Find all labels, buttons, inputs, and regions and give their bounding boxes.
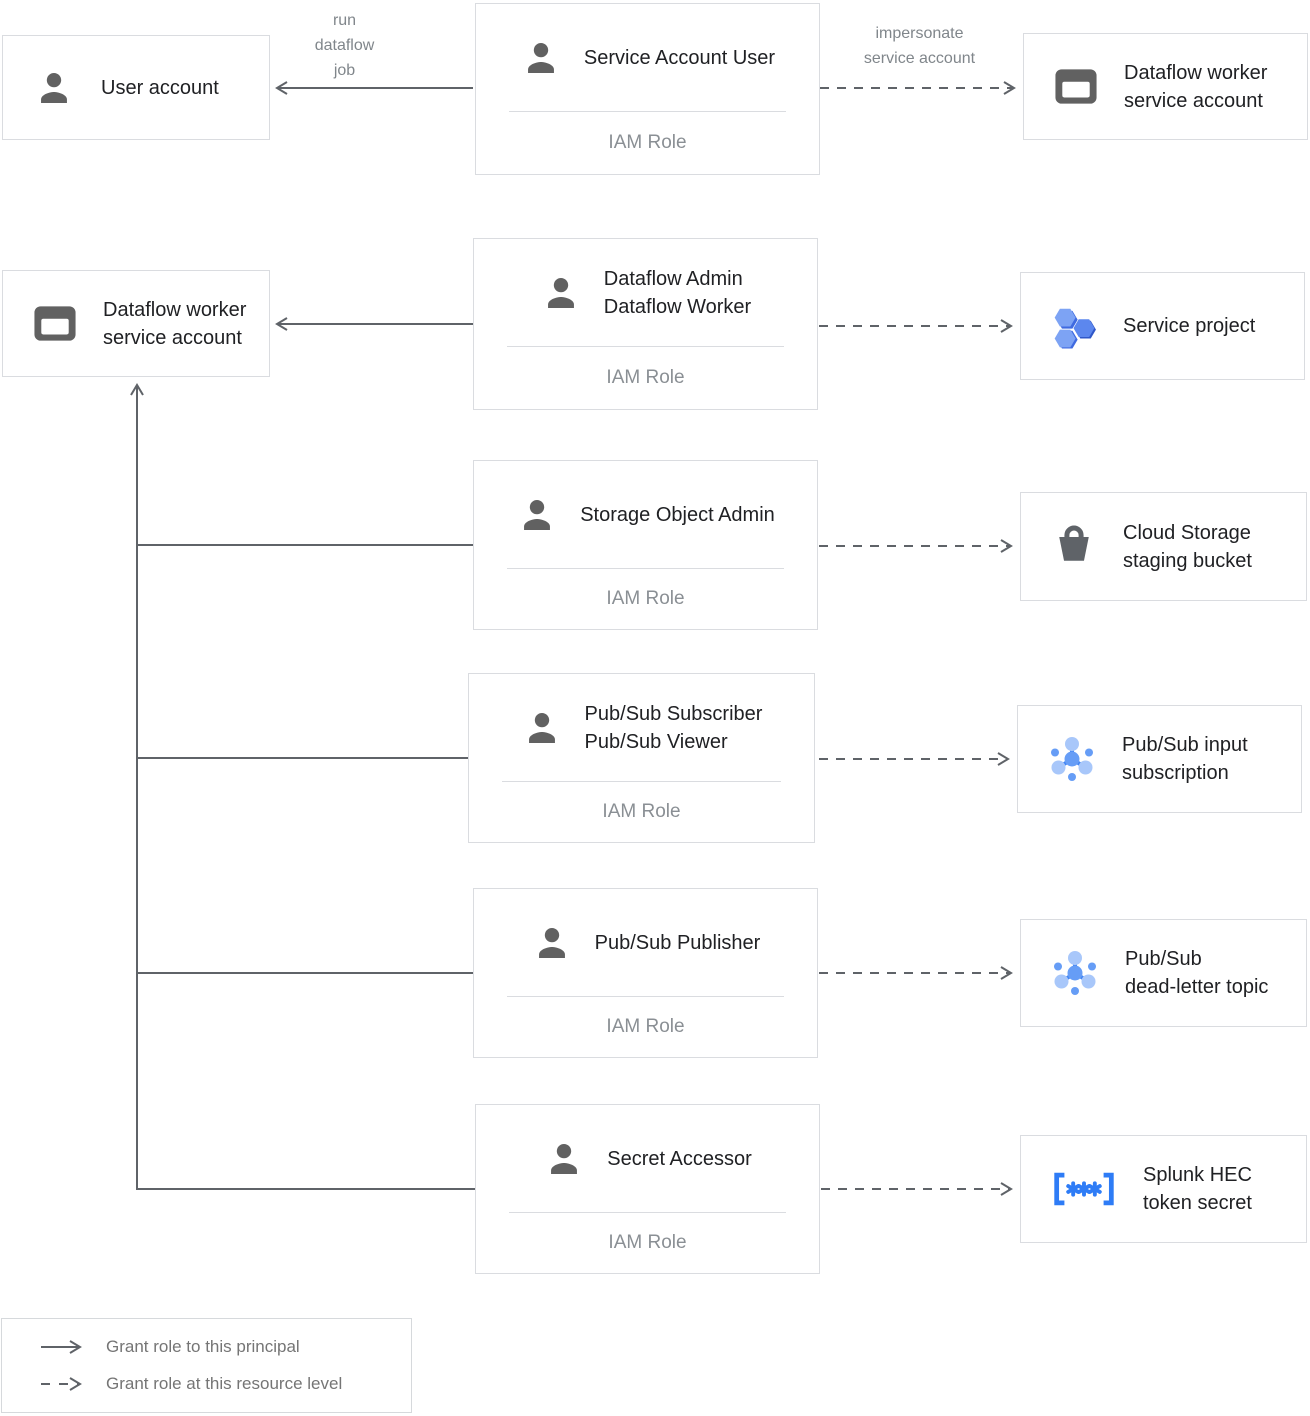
divider [507,346,784,347]
splunk-hec-token-secret-node: Splunk HEC token secret [1020,1135,1307,1243]
legend-label-dashed: Grant role at this resource level [106,1374,343,1393]
dataflow-admin-worker-role-node: Dataflow Admin Dataflow Worker IAM Role [473,238,818,410]
node-label: Cloud Storage staging bucket [1123,521,1252,572]
bucket-icon [1059,525,1089,561]
role-caption: IAM Role [608,1232,687,1253]
pubsub-topology-icon [1054,951,1096,995]
divider [507,996,784,997]
service-account-window-icon [34,306,76,341]
edge-label-run-dataflow-job: run dataflow job [314,12,375,79]
bracket-asterisks-icon [1054,1172,1114,1206]
person-icon [528,712,555,743]
person-icon [551,1143,578,1174]
dashed-arrows [819,81,1016,1196]
legend: Grant role to this principal Grant role … [1,1318,412,1413]
person-icon [527,42,554,73]
role-title: Storage Object Admin [580,503,775,526]
node-label: Pub/Sub input subscription [1122,734,1248,784]
role-caption: IAM Role [606,367,685,388]
cloud-storage-staging-bucket-node: Cloud Storage staging bucket [1020,492,1307,601]
storage-object-admin-role-node: Storage Object Admin IAM Role [473,460,818,630]
node-label: Dataflow worker service account [103,298,247,349]
solid-arrow-icon [41,1340,82,1354]
edge-label-impersonate-service-account: impersonate service account [863,25,976,67]
secret-accessor-role-node: Secret Accessor IAM Role [475,1104,820,1274]
node-label: Pub/Sub dead-letter topic [1125,948,1269,998]
role-caption: IAM Role [606,1016,685,1037]
dashed-arrow-icon [41,1377,82,1391]
role-caption: IAM Role [606,588,685,609]
node-label: User account [101,76,219,99]
dataflow-worker-service-account-node-top: Dataflow worker service account [1023,33,1308,140]
legend-row-dashed: Grant role at this resource level [39,1374,411,1394]
person-icon [524,499,551,530]
role-title: Service Account User [583,46,776,69]
divider [509,111,786,112]
pubsub-topology-icon [1051,737,1093,781]
person-icon [538,927,565,958]
service-project-node: Service project [1020,272,1305,380]
user-account-node: User account [2,35,270,140]
node-label: Dataflow worker service account [1124,61,1268,112]
pubsub-input-subscription-node: Pub/Sub input subscription [1017,705,1302,813]
divider [502,781,781,782]
node-label: Service project [1123,315,1256,337]
divider [507,568,784,569]
pubsub-subscriber-viewer-role-node: Pub/Sub Subscriber Pub/Sub Viewer IAM Ro… [468,673,815,843]
divider [509,1212,786,1213]
role-title: Secret Accessor [607,1147,752,1170]
solid-arrows [130,81,475,1190]
role-title: Pub/Sub Publisher [594,931,761,954]
role-title: Dataflow Admin Dataflow Worker [603,267,752,318]
service-account-user-role-node: Service Account User IAM Role [475,3,820,175]
person-icon [547,277,574,308]
person-icon [41,72,67,103]
legend-row-solid: Grant role to this principal [39,1337,411,1357]
role-title: Pub/Sub Subscriber Pub/Sub Viewer [584,702,763,753]
service-account-window-icon [1055,69,1097,104]
node-label: Splunk HEC token secret [1143,1164,1252,1214]
role-caption: IAM Role [602,801,681,822]
legend-label-solid: Grant role to this principal [106,1337,300,1356]
pubsub-dead-letter-topic-node: Pub/Sub dead-letter topic [1020,919,1307,1027]
hexagon-cluster-icon [1054,308,1096,349]
role-caption: IAM Role [608,132,687,153]
pubsub-publisher-role-node: Pub/Sub Publisher IAM Role [473,888,818,1058]
dataflow-worker-service-account-node-left: Dataflow worker service account [2,270,270,377]
